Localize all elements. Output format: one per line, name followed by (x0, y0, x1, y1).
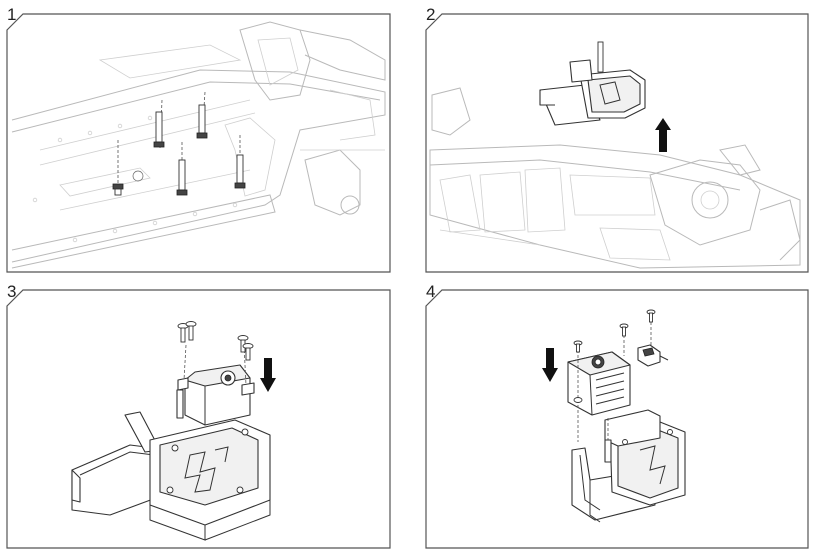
step-2-panel (425, 13, 809, 273)
step-2-label: 2 (426, 5, 436, 24)
chassis-outline-step2 (429, 87, 801, 269)
screws-step1 (112, 91, 246, 196)
servo-step3 (177, 364, 255, 426)
screw-icon (646, 309, 656, 323)
screw-icon (196, 104, 208, 139)
screw-icon (242, 343, 254, 361)
screw-icon (619, 323, 629, 337)
screws-step4 (573, 309, 656, 463)
screw-icon (234, 154, 246, 189)
screw-icon (573, 340, 583, 353)
screw-icon (177, 323, 189, 343)
esc-step4 (567, 351, 631, 416)
screw-icon (176, 159, 188, 196)
step-1-frame (6, 13, 391, 273)
screw-icon (112, 183, 124, 196)
step-4-panel (425, 289, 809, 549)
step-4-frame (425, 289, 809, 549)
step-1-panel (6, 13, 391, 273)
screw-icon (153, 111, 165, 148)
step-3-panel (6, 289, 391, 549)
screw-icon (185, 321, 197, 341)
electronics-tray-step3 (71, 411, 271, 541)
arrow-down-icon (542, 348, 558, 382)
arrow-down-icon (260, 358, 276, 392)
electronics-tray-step4 (571, 409, 686, 523)
screws-step3 (176, 321, 254, 419)
arrow-up-icon (655, 118, 671, 152)
chassis-outline-step1 (11, 21, 386, 269)
step-3-frame (6, 289, 391, 549)
step-1-label: 1 (7, 5, 17, 24)
switch-step4 (637, 344, 669, 367)
electronics-tray-step2 (539, 41, 646, 126)
step-2-frame (425, 13, 809, 273)
step-4-label: 4 (426, 282, 436, 301)
step-3-label: 3 (7, 282, 17, 301)
